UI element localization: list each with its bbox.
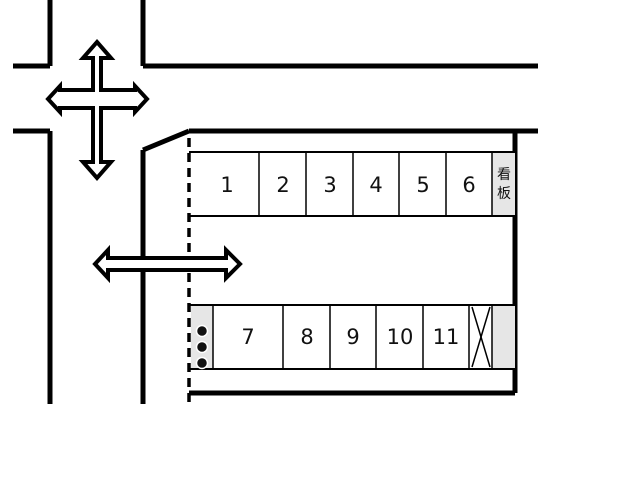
stall-10-label: 10 xyxy=(387,325,414,349)
marker-circle xyxy=(195,340,209,354)
sign-label-line-2: 板 xyxy=(497,186,511,202)
end-shaded-area xyxy=(492,305,515,369)
stall-9-label: 9 xyxy=(346,325,359,349)
unavailable-x-mark xyxy=(471,306,491,368)
road-corner-bevel xyxy=(142,128,190,153)
bottom-row: 7 8 9 10 11 xyxy=(189,304,515,370)
stall-1-label: 1 xyxy=(220,173,233,197)
marker-circle xyxy=(195,324,209,338)
marker-circle xyxy=(195,356,209,370)
stall-3-label: 3 xyxy=(323,173,336,197)
stall-11-label: 11 xyxy=(433,325,460,349)
top-row: 1 2 3 4 5 6 看 板 xyxy=(189,151,515,217)
two-way-arrow-icon xyxy=(92,244,243,284)
marker-circles xyxy=(195,324,209,370)
stall-2-label: 2 xyxy=(276,173,289,197)
stall-6-label: 6 xyxy=(462,173,475,197)
four-way-arrow-icon xyxy=(45,38,150,182)
road-lines xyxy=(13,0,538,404)
stall-4-label: 4 xyxy=(369,173,382,197)
stall-8-label: 8 xyxy=(300,325,313,349)
sign-label-line-1: 看 xyxy=(497,167,511,183)
stall-7-label: 7 xyxy=(241,325,254,349)
sign-area xyxy=(492,152,515,216)
stall-5-label: 5 xyxy=(416,173,429,197)
